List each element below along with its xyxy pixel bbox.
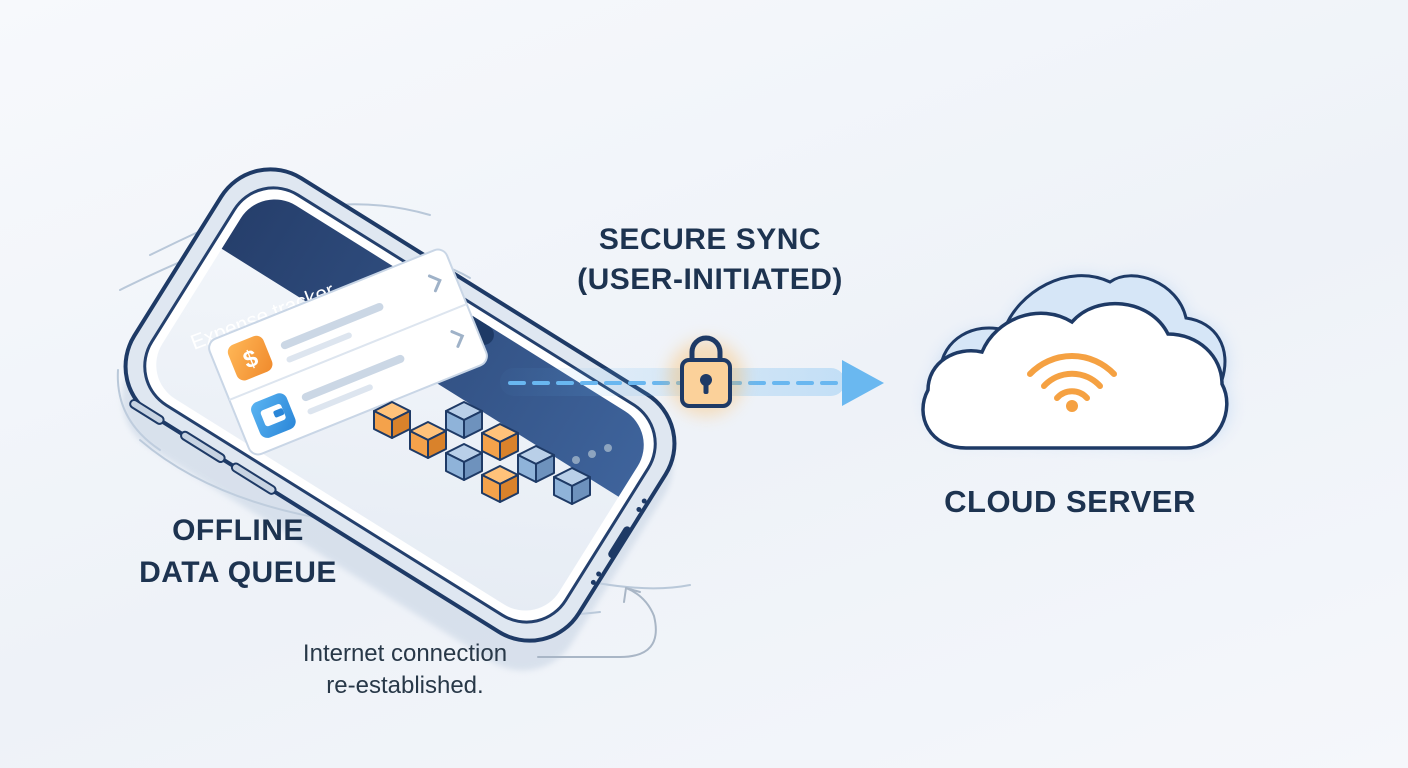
queue-continuation-dots bbox=[572, 444, 612, 464]
cloud-icon bbox=[921, 274, 1230, 450]
connection-note: Internet connection re-established. bbox=[270, 638, 540, 702]
cloud-server-label: CLOUD SERVER bbox=[944, 484, 1196, 519]
wallet-icon bbox=[251, 393, 296, 438]
expense-card: $ bbox=[208, 248, 488, 456]
queue-block-blue bbox=[553, 467, 591, 505]
queue-block-blue bbox=[445, 401, 483, 439]
card-chevron-icon bbox=[427, 274, 442, 293]
card-chevron-icon bbox=[450, 330, 465, 348]
offline-queue-line1: OFFLINE bbox=[172, 514, 304, 547]
arrow-right-icon bbox=[842, 360, 884, 406]
data-queue-blocks bbox=[373, 401, 591, 505]
queue-block-blue bbox=[517, 445, 555, 483]
queue-block-orange bbox=[373, 401, 411, 439]
phone-side-buttons bbox=[129, 398, 277, 495]
lock-icon bbox=[668, 335, 744, 416]
phone-port bbox=[608, 526, 632, 559]
connection-note-line2: re-established. bbox=[326, 672, 484, 699]
offline-queue-line2: DATA QUEUE bbox=[139, 556, 337, 589]
wifi-icon bbox=[1027, 353, 1117, 412]
queue-block-orange bbox=[481, 465, 519, 503]
queue-block-blue bbox=[445, 443, 483, 481]
secure-sync-line1: SECURE SYNC bbox=[598, 223, 822, 256]
queue-block-orange bbox=[481, 423, 519, 461]
queue-block-orange bbox=[409, 421, 447, 459]
connection-note-line1: Internet connection bbox=[302, 640, 508, 667]
note-connector bbox=[537, 587, 657, 658]
dollar-icon: $ bbox=[227, 335, 273, 381]
offline-queue-label: OFFLINE DATA QUEUE bbox=[118, 510, 358, 594]
secure-sync-label: SECURE SYNC (USER-INITIATED) bbox=[540, 220, 880, 300]
secure-sync-line2: (USER-INITIATED) bbox=[577, 263, 843, 296]
